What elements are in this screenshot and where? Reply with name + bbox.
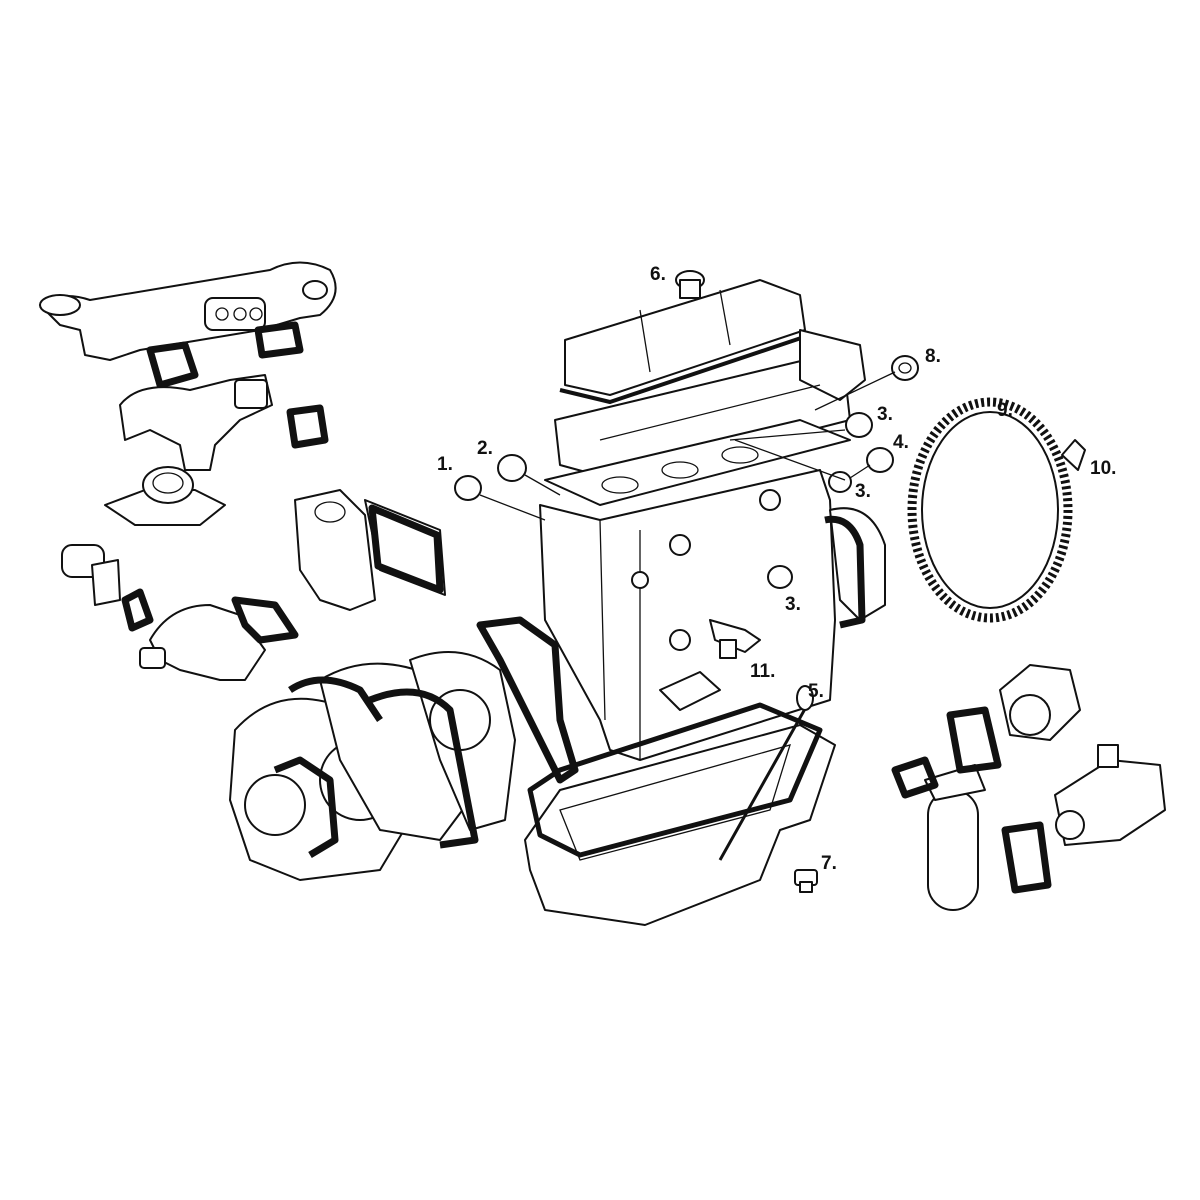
water-pump (139, 596, 299, 681)
timing-cover-gaskets (273, 616, 579, 859)
label-3-block: 3. (785, 594, 801, 615)
water-outlet-bracket (294, 489, 446, 611)
flywheel-ring-gear (907, 397, 1086, 623)
label-1: 1. (437, 454, 453, 475)
head-gasket (544, 419, 851, 506)
label-2: 2. (477, 438, 493, 459)
label-6: 6. (650, 264, 666, 285)
label-8: 8. (925, 346, 941, 367)
label-3-head: 3. (877, 404, 893, 425)
temp-sender (61, 544, 154, 632)
rear-plate (824, 507, 886, 629)
manifold-gaskets (146, 321, 329, 449)
valve-cover (559, 270, 811, 404)
oil-sump (524, 685, 836, 926)
drain-plug (794, 869, 818, 893)
timing-cover-assembly (229, 651, 516, 881)
label-9: 9. (997, 400, 1013, 421)
hydraulic-pump (1001, 744, 1166, 894)
label-3-rear: 3. (855, 481, 871, 502)
core-plugs (454, 355, 919, 589)
injection-pump (946, 664, 1081, 774)
intake-manifold (119, 374, 273, 471)
label-11: 11. (750, 661, 775, 682)
callout-labels: 1. 2. 6. 8. 3. 4. 3. 9. 10. 3. 11. 5. 7. (437, 264, 1116, 874)
label-7: 7. (821, 853, 837, 874)
oil-pressure-switch (709, 619, 761, 659)
label-5: 5. (808, 681, 824, 702)
label-4: 4. (893, 432, 909, 453)
thermostat-housing (104, 466, 226, 526)
label-10: 10. (1090, 458, 1116, 479)
oil-filter (891, 756, 986, 911)
engine-block (539, 469, 836, 761)
exhaust-manifold (39, 261, 337, 361)
